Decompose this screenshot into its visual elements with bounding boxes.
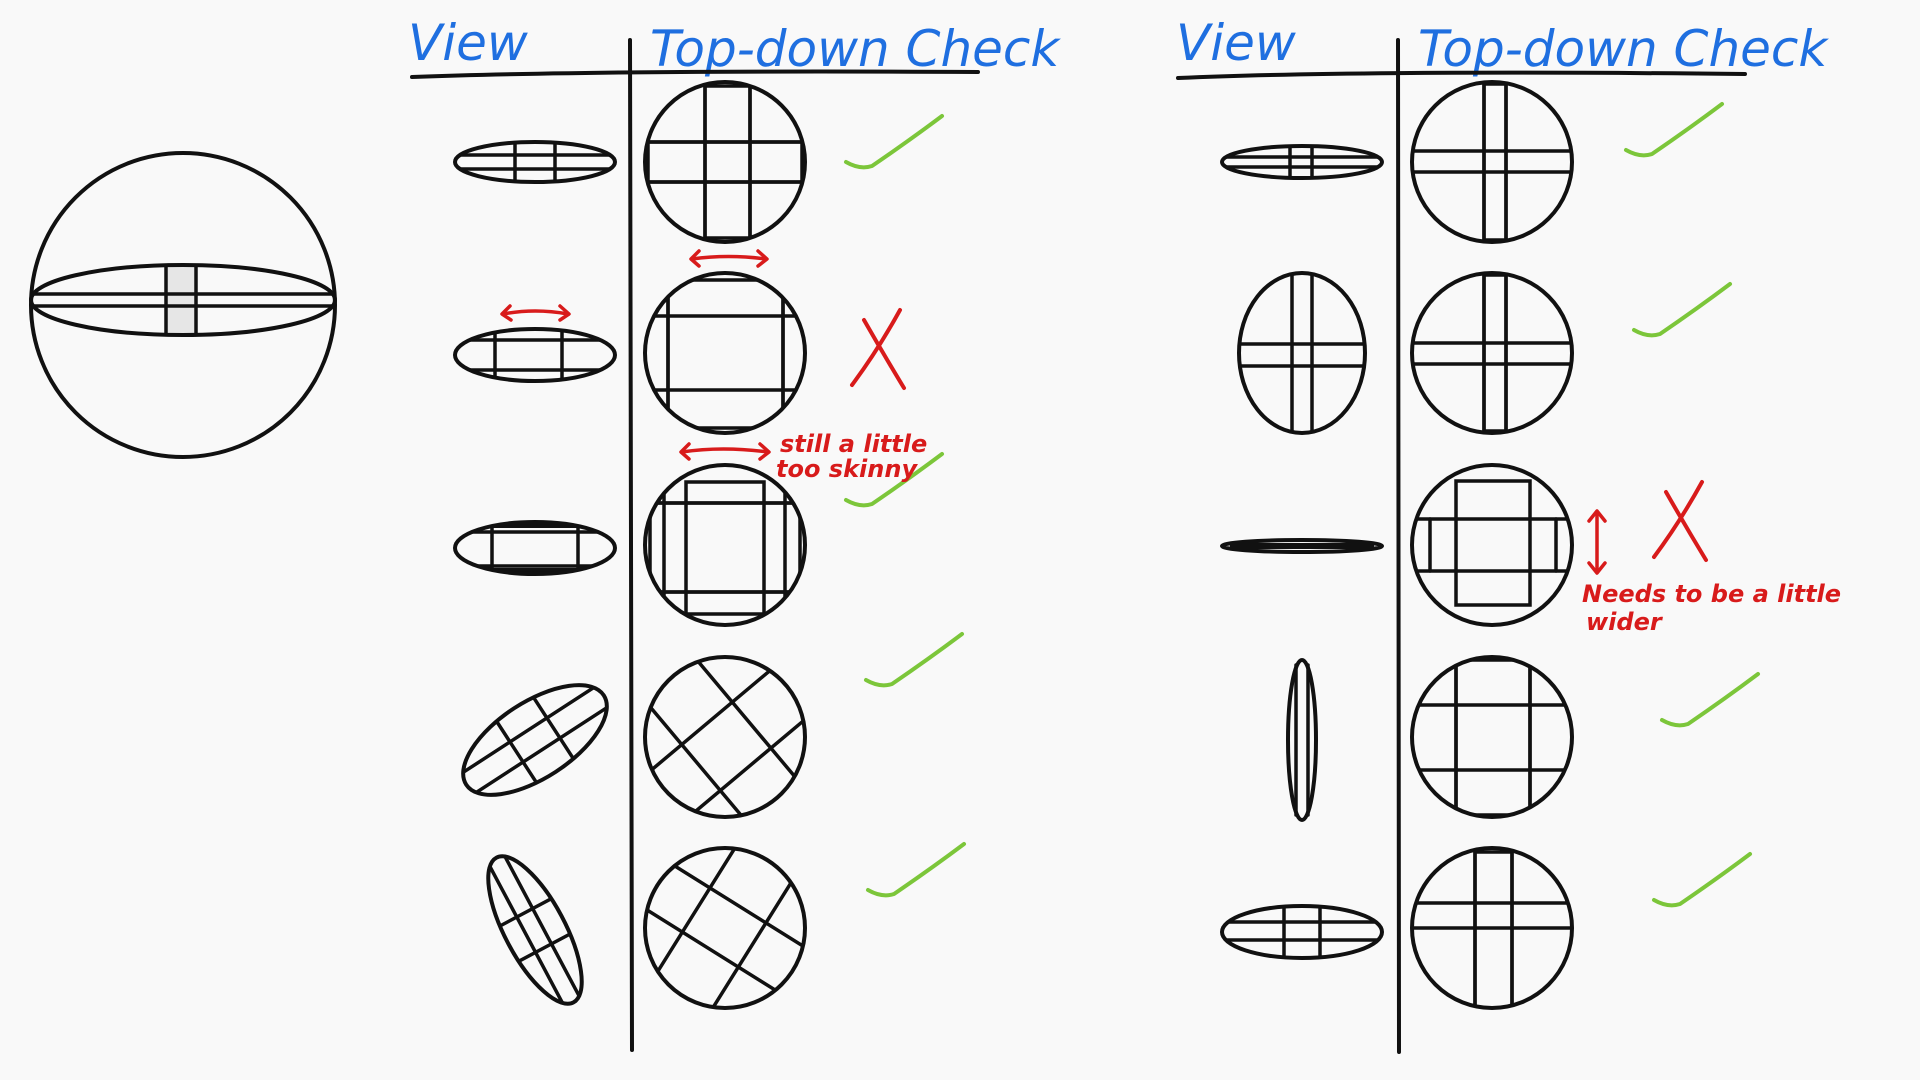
checkmark-icon [1632,282,1732,338]
cross-icon [850,308,906,390]
result-marks [844,102,1760,908]
left-check-header: Top-down Check [650,20,1061,78]
double-arrow-icon [679,442,771,461]
right-view-5 [1220,904,1384,960]
left-topdown-4 [643,655,807,819]
left-row-2 [453,271,807,435]
right-topdown-1 [1410,80,1574,244]
left-view-1 [453,140,617,184]
right-row-5 [1220,846,1574,1010]
left-table: View Top-down Check [408,14,1061,1052]
right-row-3 [1220,463,1574,627]
right-row-3-note-line1: Needs to be a little [1582,580,1841,608]
left-row-1 [453,80,807,244]
left-view-4 [451,679,619,801]
left-row-3 [453,463,807,627]
checkmark-icon [844,114,944,170]
left-row-4 [451,655,807,819]
double-arrow-icon [500,304,571,322]
left-view-3 [453,520,617,576]
left-topdown-3 [643,463,807,627]
left-row-3-note-line1: still a little [780,430,927,458]
reference-sphere [29,151,337,459]
left-row-3-note-line2: too skinny [776,455,918,483]
checkmark-icon [844,452,944,508]
right-topdown-5 [1410,846,1574,1010]
right-view-header: View [1176,14,1296,72]
checkmark-icon [866,842,966,898]
right-row-4 [1286,655,1574,822]
right-table: View Top-down Check [1176,14,1829,1054]
left-view-5 [482,845,587,1016]
left-row-5 [482,845,807,1016]
right-topdown-3 [1410,463,1574,627]
checkmark-icon [1624,102,1724,158]
checkmark-icon [1660,672,1760,728]
left-view-2 [453,327,617,383]
right-view-3 [1220,538,1384,554]
left-topdown-1 [643,80,807,244]
left-view-header: View [408,14,528,72]
right-topdown-4 [1410,655,1574,819]
double-arrow-icon [1587,509,1607,575]
right-topdown-2 [1410,271,1574,435]
right-row-3-note-line2: wider [1586,608,1664,636]
checkmark-icon [1652,852,1752,908]
right-row-1 [1220,80,1574,244]
right-row-2 [1237,271,1574,435]
annotations [500,249,1607,575]
left-topdown-5 [643,846,807,1010]
right-check-header: Top-down Check [1418,20,1829,78]
left-topdown-2 [643,271,807,435]
right-view-2 [1237,271,1367,435]
double-arrow-icon [689,249,769,268]
checkmark-icon [864,632,964,688]
right-view-1 [1220,144,1384,180]
right-view-4 [1286,658,1318,822]
cross-icon [1652,480,1708,562]
